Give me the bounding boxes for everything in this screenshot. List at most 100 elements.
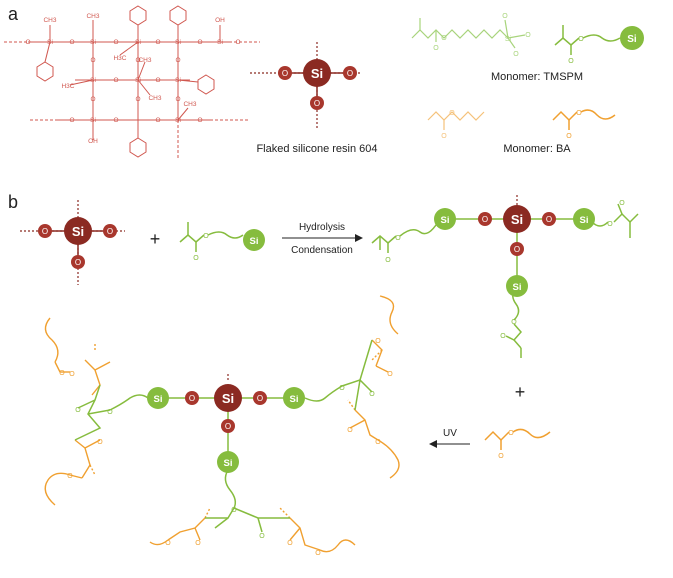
svg-text:Si: Si: [90, 39, 96, 46]
ba-atom-labels-light: O O: [441, 110, 455, 140]
svg-text:Si: Si: [90, 117, 96, 124]
svg-text:Si: Si: [580, 215, 589, 226]
svg-text:CH3: CH3: [43, 17, 56, 24]
svg-text:O: O: [203, 233, 209, 240]
tmspm-simplified-b-labels: O O: [193, 233, 209, 262]
svg-text:O: O: [155, 117, 160, 124]
resin-atom-labels: O Si O Si O Si O Si O Si O CH3 CH3 OH H3…: [25, 13, 240, 145]
svg-text:Si: Si: [513, 282, 522, 293]
tmspm-structure: [411, 18, 526, 49]
svg-text:O: O: [189, 394, 195, 403]
svg-text:O: O: [607, 221, 613, 228]
ba-structure-light: [427, 111, 485, 130]
svg-text:Si: Si: [311, 66, 323, 81]
svg-text:Si: Si: [505, 36, 512, 43]
svg-text:O: O: [165, 540, 171, 547]
tmspm-simplified-b: [179, 222, 244, 252]
plus-sign-2: +: [515, 382, 526, 402]
svg-text:O: O: [69, 39, 74, 46]
svg-text:Si: Si: [175, 77, 181, 84]
svg-text:O: O: [576, 110, 582, 117]
tmspm-atom-labels: O O Si O O O: [433, 13, 531, 58]
svg-text:Si: Si: [72, 224, 84, 239]
svg-text:Si: Si: [47, 39, 53, 46]
svg-text:O: O: [347, 69, 353, 78]
svg-text:H3C: H3C: [61, 83, 74, 90]
svg-text:Si: Si: [511, 212, 523, 227]
svg-text:Si: Si: [290, 394, 299, 405]
svg-text:Si: Si: [175, 117, 181, 124]
svg-text:OH: OH: [88, 138, 98, 145]
hydrolysis-product: O O O O O O Si Si Si O O O Si: [371, 195, 639, 358]
resin-caption: Flaked silicone resin 604: [256, 143, 377, 155]
svg-text:O: O: [155, 77, 160, 84]
svg-text:O: O: [135, 57, 140, 64]
svg-text:O: O: [568, 58, 574, 65]
svg-text:O: O: [90, 57, 95, 64]
si-bead-label: Si: [627, 34, 637, 45]
svg-text:CH3: CH3: [148, 95, 161, 102]
svg-text:O: O: [90, 96, 95, 103]
svg-text:O: O: [395, 235, 401, 242]
si-o-unit-b: O O O Si: [20, 200, 125, 285]
svg-text:O: O: [195, 540, 201, 547]
svg-text:O: O: [514, 245, 520, 254]
svg-text:O: O: [546, 215, 552, 224]
si-bead-green-b: [243, 229, 265, 251]
svg-text:O: O: [511, 319, 517, 326]
svg-text:O: O: [449, 110, 455, 117]
svg-text:O: O: [578, 36, 584, 43]
final-network: O O O O O O O O O O O O: [44, 295, 400, 557]
svg-text:O: O: [433, 45, 439, 52]
svg-text:CH3: CH3: [86, 13, 99, 20]
ba-b-labels: O O: [498, 430, 514, 460]
svg-text:O: O: [135, 96, 140, 103]
svg-text:Si: Si: [222, 391, 234, 406]
svg-text:O: O: [339, 385, 345, 392]
svg-text:Si: Si: [135, 39, 141, 46]
condensation-label: Condensation: [291, 245, 353, 256]
hydrolysis-label: Hydrolysis: [299, 222, 345, 233]
svg-text:O: O: [197, 39, 202, 46]
svg-text:O: O: [282, 69, 288, 78]
tmspm-caption: Monomer: TMSPM: [491, 71, 583, 83]
panel-a-label: a: [8, 4, 19, 24]
svg-text:O: O: [387, 371, 393, 378]
svg-text:Si: Si: [175, 39, 181, 46]
svg-text:O: O: [375, 439, 381, 446]
svg-text:O: O: [257, 394, 263, 403]
si-bead-green: [620, 26, 644, 50]
svg-text:O: O: [369, 391, 375, 398]
svg-text:O: O: [566, 133, 572, 140]
svg-text:O: O: [97, 439, 103, 446]
svg-text:O: O: [193, 255, 199, 262]
svg-text:O: O: [525, 32, 531, 39]
tmspm-simplified-labels: O O: [568, 36, 584, 65]
svg-text:O: O: [69, 371, 75, 378]
svg-text:Si: Si: [135, 77, 141, 84]
svg-text:O: O: [225, 422, 231, 431]
svg-text:H3C: H3C: [113, 55, 126, 62]
svg-text:O: O: [107, 227, 113, 236]
resin-phenyl-groups: [36, 5, 215, 158]
svg-text:O: O: [231, 507, 237, 514]
svg-text:O: O: [347, 427, 353, 434]
si-bead-b-label: Si: [250, 236, 259, 247]
svg-text:O: O: [75, 258, 81, 267]
tmspm-simplified: [554, 25, 621, 55]
svg-text:O: O: [315, 550, 321, 557]
svg-text:O: O: [67, 473, 73, 480]
svg-text:Si: Si: [154, 394, 163, 405]
svg-text:O: O: [42, 227, 48, 236]
svg-text:O: O: [75, 407, 81, 414]
svg-text:O: O: [513, 51, 519, 58]
svg-text:Si: Si: [224, 458, 233, 469]
svg-text:O: O: [197, 117, 202, 124]
svg-text:O: O: [287, 540, 293, 547]
plus-sign-1: +: [150, 229, 161, 249]
ba-caption: Monomer: BA: [503, 143, 571, 155]
svg-text:O: O: [69, 117, 74, 124]
svg-text:O: O: [175, 96, 180, 103]
